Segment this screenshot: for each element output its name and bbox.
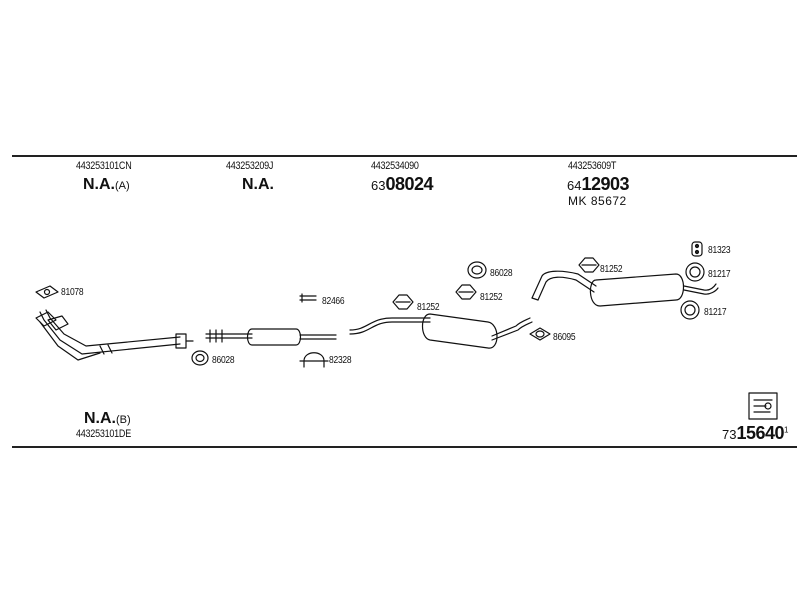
rubber-hanger-icon xyxy=(393,295,413,309)
status-front-pipe: N.A.(A) xyxy=(83,176,130,194)
catalog-symbol-icon xyxy=(749,393,777,419)
ring-gasket-icon xyxy=(468,262,486,278)
callout-81217-top: 81217 xyxy=(708,269,731,280)
status-center-pipe: N.A. xyxy=(242,176,274,193)
callout-81323: 81323 xyxy=(708,245,731,256)
flange-gasket-icon xyxy=(530,328,550,340)
clamp-icon xyxy=(300,353,328,367)
rubber-hanger-icon xyxy=(579,258,599,272)
callout-81252-left: 81252 xyxy=(417,302,440,313)
middle-silencer xyxy=(350,314,532,348)
callout-86095: 86095 xyxy=(553,332,576,343)
code-middle-silencer: 6308024 xyxy=(371,174,434,195)
top-divider xyxy=(12,155,797,157)
variant-text: (A) xyxy=(115,180,130,192)
bracket-icon xyxy=(692,242,702,256)
part-number-middle-silencer: 4432534090 xyxy=(371,160,419,172)
bracket-icon xyxy=(300,294,316,302)
code-number: 08024 xyxy=(385,174,434,194)
callout-81252-right: 81252 xyxy=(600,264,623,275)
part-number-front-pipe-b: 443253101DE xyxy=(76,428,131,440)
mounting-kit-label: MK 85672 xyxy=(568,194,627,208)
code-prefix: 64 xyxy=(567,178,582,193)
part-number-center-pipe: 443253209J xyxy=(226,160,274,172)
catalog-suffix: 1 xyxy=(784,425,789,435)
callout-82328: 82328 xyxy=(329,355,352,366)
status-text: N.A. xyxy=(84,410,116,427)
ring-gasket-icon xyxy=(686,263,704,281)
ring-gasket-icon xyxy=(681,301,699,319)
callout-81217-bottom: 81217 xyxy=(704,307,727,318)
mk-label: MK xyxy=(568,194,587,208)
callout-82466: 82466 xyxy=(322,296,345,307)
rubber-hanger-icon xyxy=(456,285,476,299)
callout-81078: 81078 xyxy=(61,287,84,298)
code-number: 12903 xyxy=(581,174,630,194)
part-number-rear-silencer: 443253609T xyxy=(568,160,617,172)
code-rear-silencer: 6412903 xyxy=(567,174,630,195)
center-pipe xyxy=(206,329,336,345)
code-prefix: 63 xyxy=(371,178,386,193)
mk-number: 85672 xyxy=(590,194,627,208)
catalog-number: 15640 xyxy=(736,423,785,443)
callout-86028-top: 86028 xyxy=(490,268,513,279)
catalog-reference: 73156401 xyxy=(722,423,788,444)
variant-text: (B) xyxy=(116,414,131,426)
status-front-pipe-b: N.A.(B) xyxy=(84,410,131,428)
callout-81252-mid: 81252 xyxy=(480,292,503,303)
front-pipe xyxy=(36,310,193,360)
flange-gasket-icon xyxy=(36,286,58,298)
rear-silencer xyxy=(532,271,718,306)
status-text: N.A. xyxy=(83,176,115,193)
bottom-divider xyxy=(12,446,797,448)
ring-gasket-icon xyxy=(192,351,208,365)
catalog-prefix: 73 xyxy=(722,427,737,442)
callout-86028-left: 86028 xyxy=(212,355,235,366)
part-number-front-pipe: 443253101CN xyxy=(76,160,132,172)
